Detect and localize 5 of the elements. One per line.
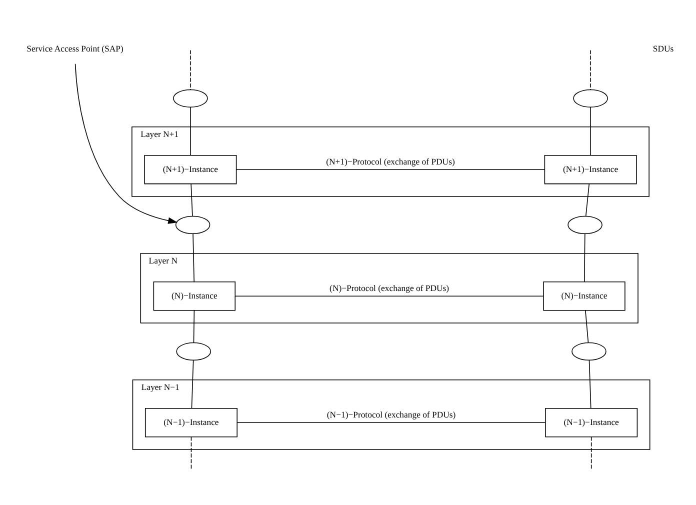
node-text: Service Access Point (SAP) [26, 44, 124, 54]
edge-label: (N−1)−Protocol (exchange of PDUs) [326, 410, 456, 420]
edge-label: (N)−Protocol (exchange of PDUs) [330, 283, 450, 294]
label: SDUs [652, 44, 674, 54]
edge-label: (N+1)−Protocol (exchange of PDUs) [326, 156, 455, 167]
